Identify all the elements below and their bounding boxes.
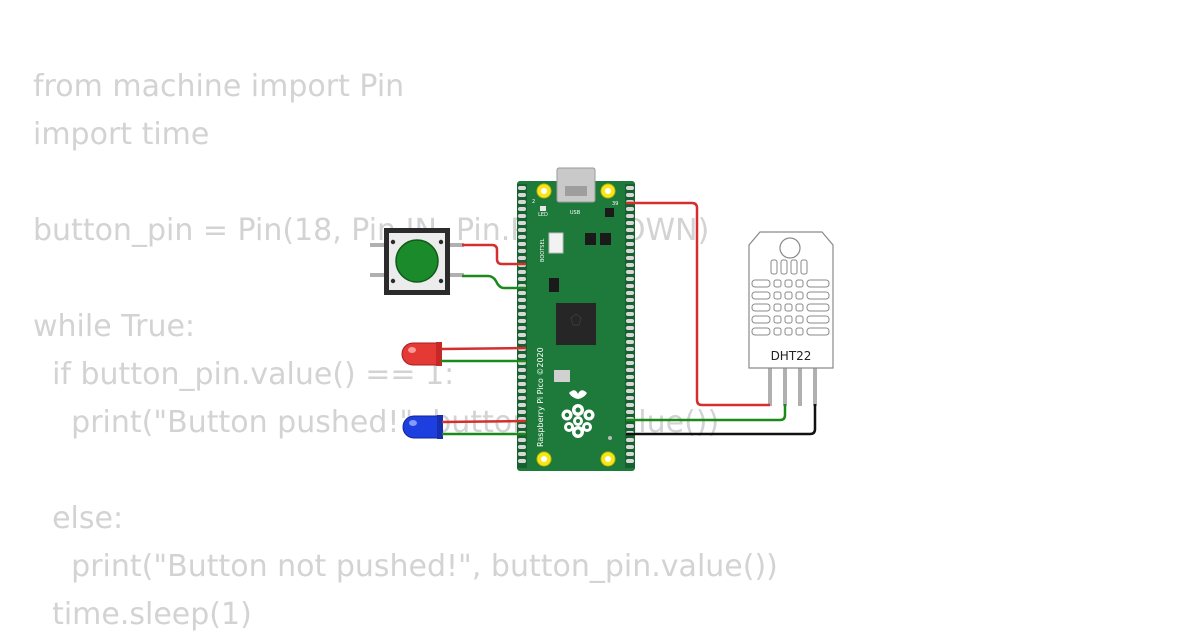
rp2040-chip [556, 303, 596, 345]
raspberry-logo-icon [561, 390, 595, 438]
usb-connector [556, 167, 596, 203]
button-wire-red[interactable] [462, 243, 526, 266]
blue-led-body [402, 415, 442, 439]
blue-led-wire-red[interactable] [441, 419, 527, 424]
red-led[interactable] [401, 342, 442, 366]
sensor-wire-green[interactable] [626, 404, 787, 422]
chip-logo-icon [570, 313, 582, 326]
code-line-2: import time [33, 117, 210, 152]
test-point [608, 436, 612, 440]
led-label: LED [538, 212, 548, 218]
bootsel-button[interactable] [548, 232, 564, 254]
left-pin-header [517, 184, 527, 468]
onboard-chip-small-4 [549, 278, 559, 292]
code-line-12: time.sleep(1) [33, 597, 252, 632]
sensor-wire-black[interactable] [626, 404, 817, 436]
red-led-body [401, 342, 441, 366]
code-line-10: else: [33, 501, 124, 536]
onboard-crystal [554, 370, 570, 382]
button-cap[interactable] [395, 239, 439, 283]
blue-led[interactable] [402, 415, 443, 439]
pin2-label: 2 [532, 199, 535, 205]
push-button[interactable] [370, 228, 464, 295]
sensor-wire-red[interactable] [626, 201, 770, 407]
code-line-6: while True: [33, 309, 196, 344]
dht22-label: DHT22 [771, 349, 812, 363]
usb-port [565, 186, 587, 196]
onboard-chip-small-1 [605, 208, 614, 217]
dht22-grille [751, 259, 830, 336]
onboard-chip-small-3 [600, 233, 611, 245]
code-line-1: from machine import Pin [33, 69, 405, 104]
usb-label: USB [570, 210, 581, 216]
bootsel-label: BOOTSEL [540, 238, 546, 262]
button-wire-green[interactable] [462, 274, 526, 290]
onboard-led [540, 206, 546, 211]
right-pin-header [625, 184, 635, 468]
dht22-sensor[interactable]: DHT22 [748, 231, 834, 406]
board-name-label: Raspberry Pi Pico ©2020 [536, 347, 545, 447]
pico-board[interactable]: LED USB 2 39 BOOTSEL Raspberry Pi Pico ©… [517, 167, 635, 471]
onboard-chip-small-2 [585, 233, 596, 245]
dht22-mount-hole [779, 237, 801, 259]
code-line-11: print("Button not pushed!", button_pin.v… [33, 549, 778, 584]
red-led-wire-red[interactable] [440, 346, 527, 351]
pin39-label: 39 [612, 201, 618, 207]
wires [440, 201, 817, 436]
